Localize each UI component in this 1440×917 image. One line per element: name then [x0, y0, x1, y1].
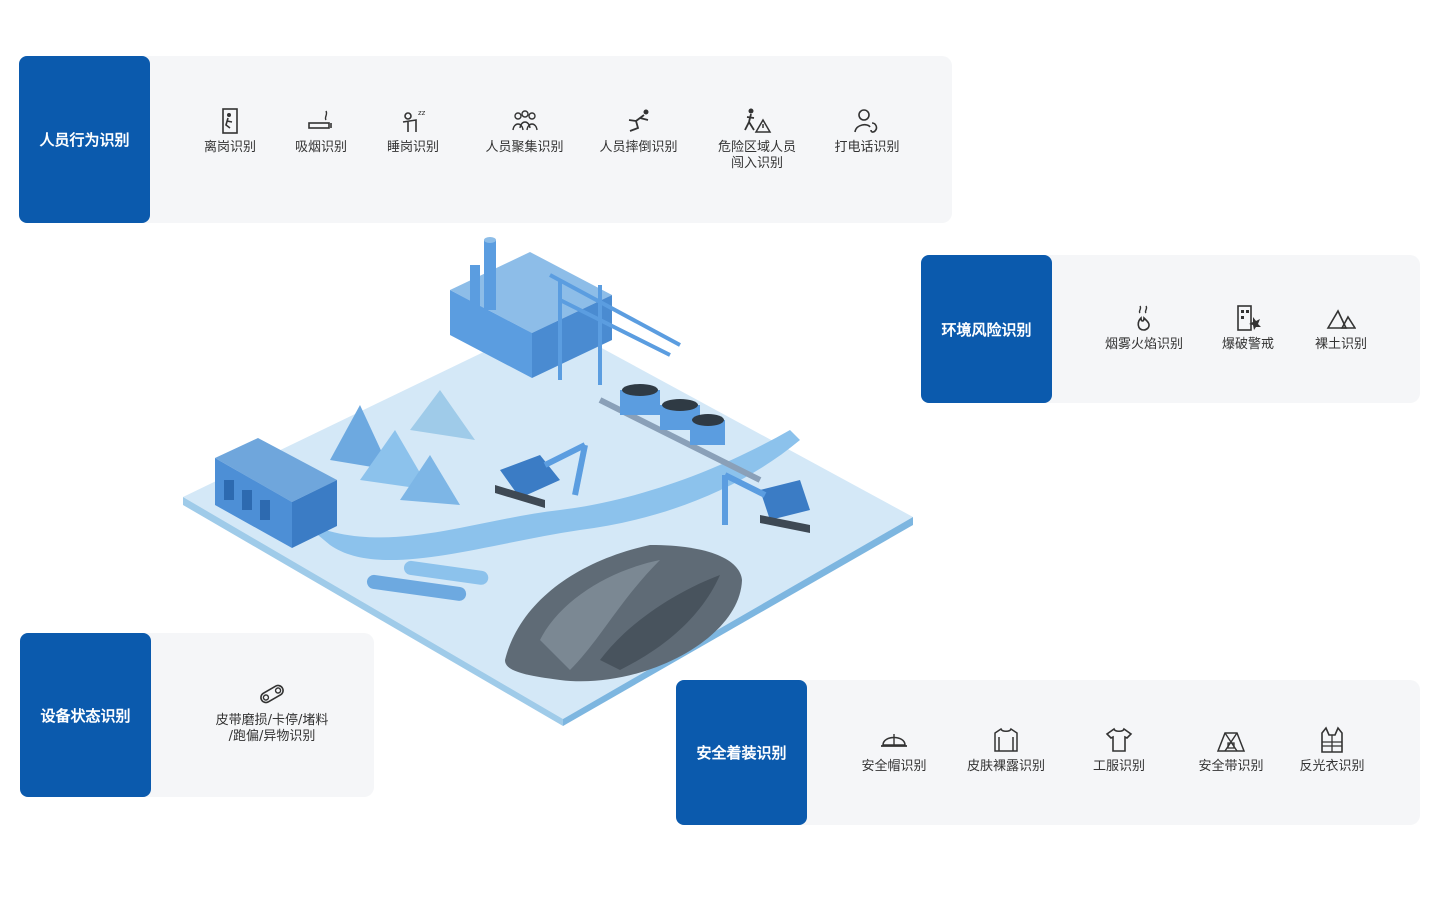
svg-text:zz: zz [418, 109, 426, 117]
smoking-item[interactable]: 吸烟识别 [293, 106, 349, 156]
gantry-crane-illustration [549, 273, 681, 385]
skin-exposure-icon [994, 727, 1018, 752]
people-behavior-tag: 人员行为识别 [19, 56, 150, 223]
equipment-status-panel: 设备状态识别 皮带磨损/卡停/堵料 /跑偏/异物识别 [20, 633, 374, 797]
reflective-vest-icon [1321, 726, 1343, 753]
safety-attire-panel: 安全着装识别 安全帽识别 皮肤裸露识别 工服识别 安全带识别 反光衣识别 [676, 680, 1420, 825]
leave-post-item[interactable]: 离岗识别 [202, 106, 258, 156]
blast-item[interactable]: 爆破警戒 [1216, 303, 1280, 353]
conveyor-belt-item[interactable]: 皮带磨损/卡停/堵料 /跑偏/异物识别 [192, 679, 352, 745]
excavator-illustration [495, 442, 810, 533]
sleeping-item[interactable]: zz 睡岗识别 [384, 106, 442, 156]
coal-pile-illustration [505, 545, 742, 682]
work-clothes-icon [1105, 727, 1133, 752]
helmet-item[interactable]: 安全帽识别 [851, 725, 937, 775]
safety-belt-icon [1216, 732, 1246, 752]
reflective-vest-item[interactable]: 反光衣识别 [1292, 725, 1372, 775]
smoke-fire-icon [1137, 305, 1150, 331]
crowd-icon [511, 110, 538, 131]
intrusion-item[interactable]: 危险区域人员 闯入识别 [709, 106, 805, 172]
crowd-item[interactable]: 人员聚集识别 [482, 106, 567, 156]
bare-soil-item[interactable]: 裸土识别 [1309, 303, 1373, 353]
equipment-status-tag: 设备状态识别 [20, 633, 151, 797]
sleeping-icon: zz [402, 109, 426, 132]
pipes-illustration [366, 560, 489, 601]
safety-belt-item[interactable]: 安全带识别 [1188, 725, 1274, 775]
people-behavior-title: 人员行为识别 [39, 131, 130, 149]
warehouse-illustration [215, 438, 337, 548]
safety-attire-title: 安全着装识别 [696, 744, 787, 762]
environment-risk-panel: 环境风险识别 烟雾火焰识别 爆破警戒 裸土识别 [921, 255, 1420, 403]
phone-call-icon [854, 109, 878, 133]
fall-icon [628, 109, 648, 132]
smoke-fire-item[interactable]: 烟雾火焰识别 [1099, 303, 1189, 353]
work-clothes-item[interactable]: 工服识别 [1081, 725, 1157, 775]
fall-item[interactable]: 人员摔倒识别 [596, 106, 681, 156]
smoking-icon [308, 110, 332, 129]
skin-exposure-item[interactable]: 皮肤裸露识别 [957, 725, 1055, 775]
rail-carts-illustration [598, 384, 762, 483]
intrusion-icon [744, 108, 772, 133]
safety-attire-tag: 安全着装识别 [676, 680, 807, 825]
mountains-illustration [330, 390, 475, 505]
blast-icon [1237, 305, 1261, 331]
helmet-icon [881, 734, 907, 747]
leave-post-icon [222, 108, 238, 134]
phone-call-item[interactable]: 打电话识别 [829, 106, 905, 156]
people-behavior-panel: 人员行为识别 离岗识别 吸烟识别 zz 睡岗识别 人员聚集识别 人员摔倒识别 危… [19, 56, 952, 223]
environment-risk-title: 环境风险识别 [941, 320, 1032, 339]
equipment-status-title: 设备状态识别 [40, 706, 131, 725]
environment-risk-tag: 环境风险识别 [921, 255, 1052, 403]
bare-soil-icon [1326, 309, 1356, 329]
conveyor-belt-icon [260, 684, 284, 704]
